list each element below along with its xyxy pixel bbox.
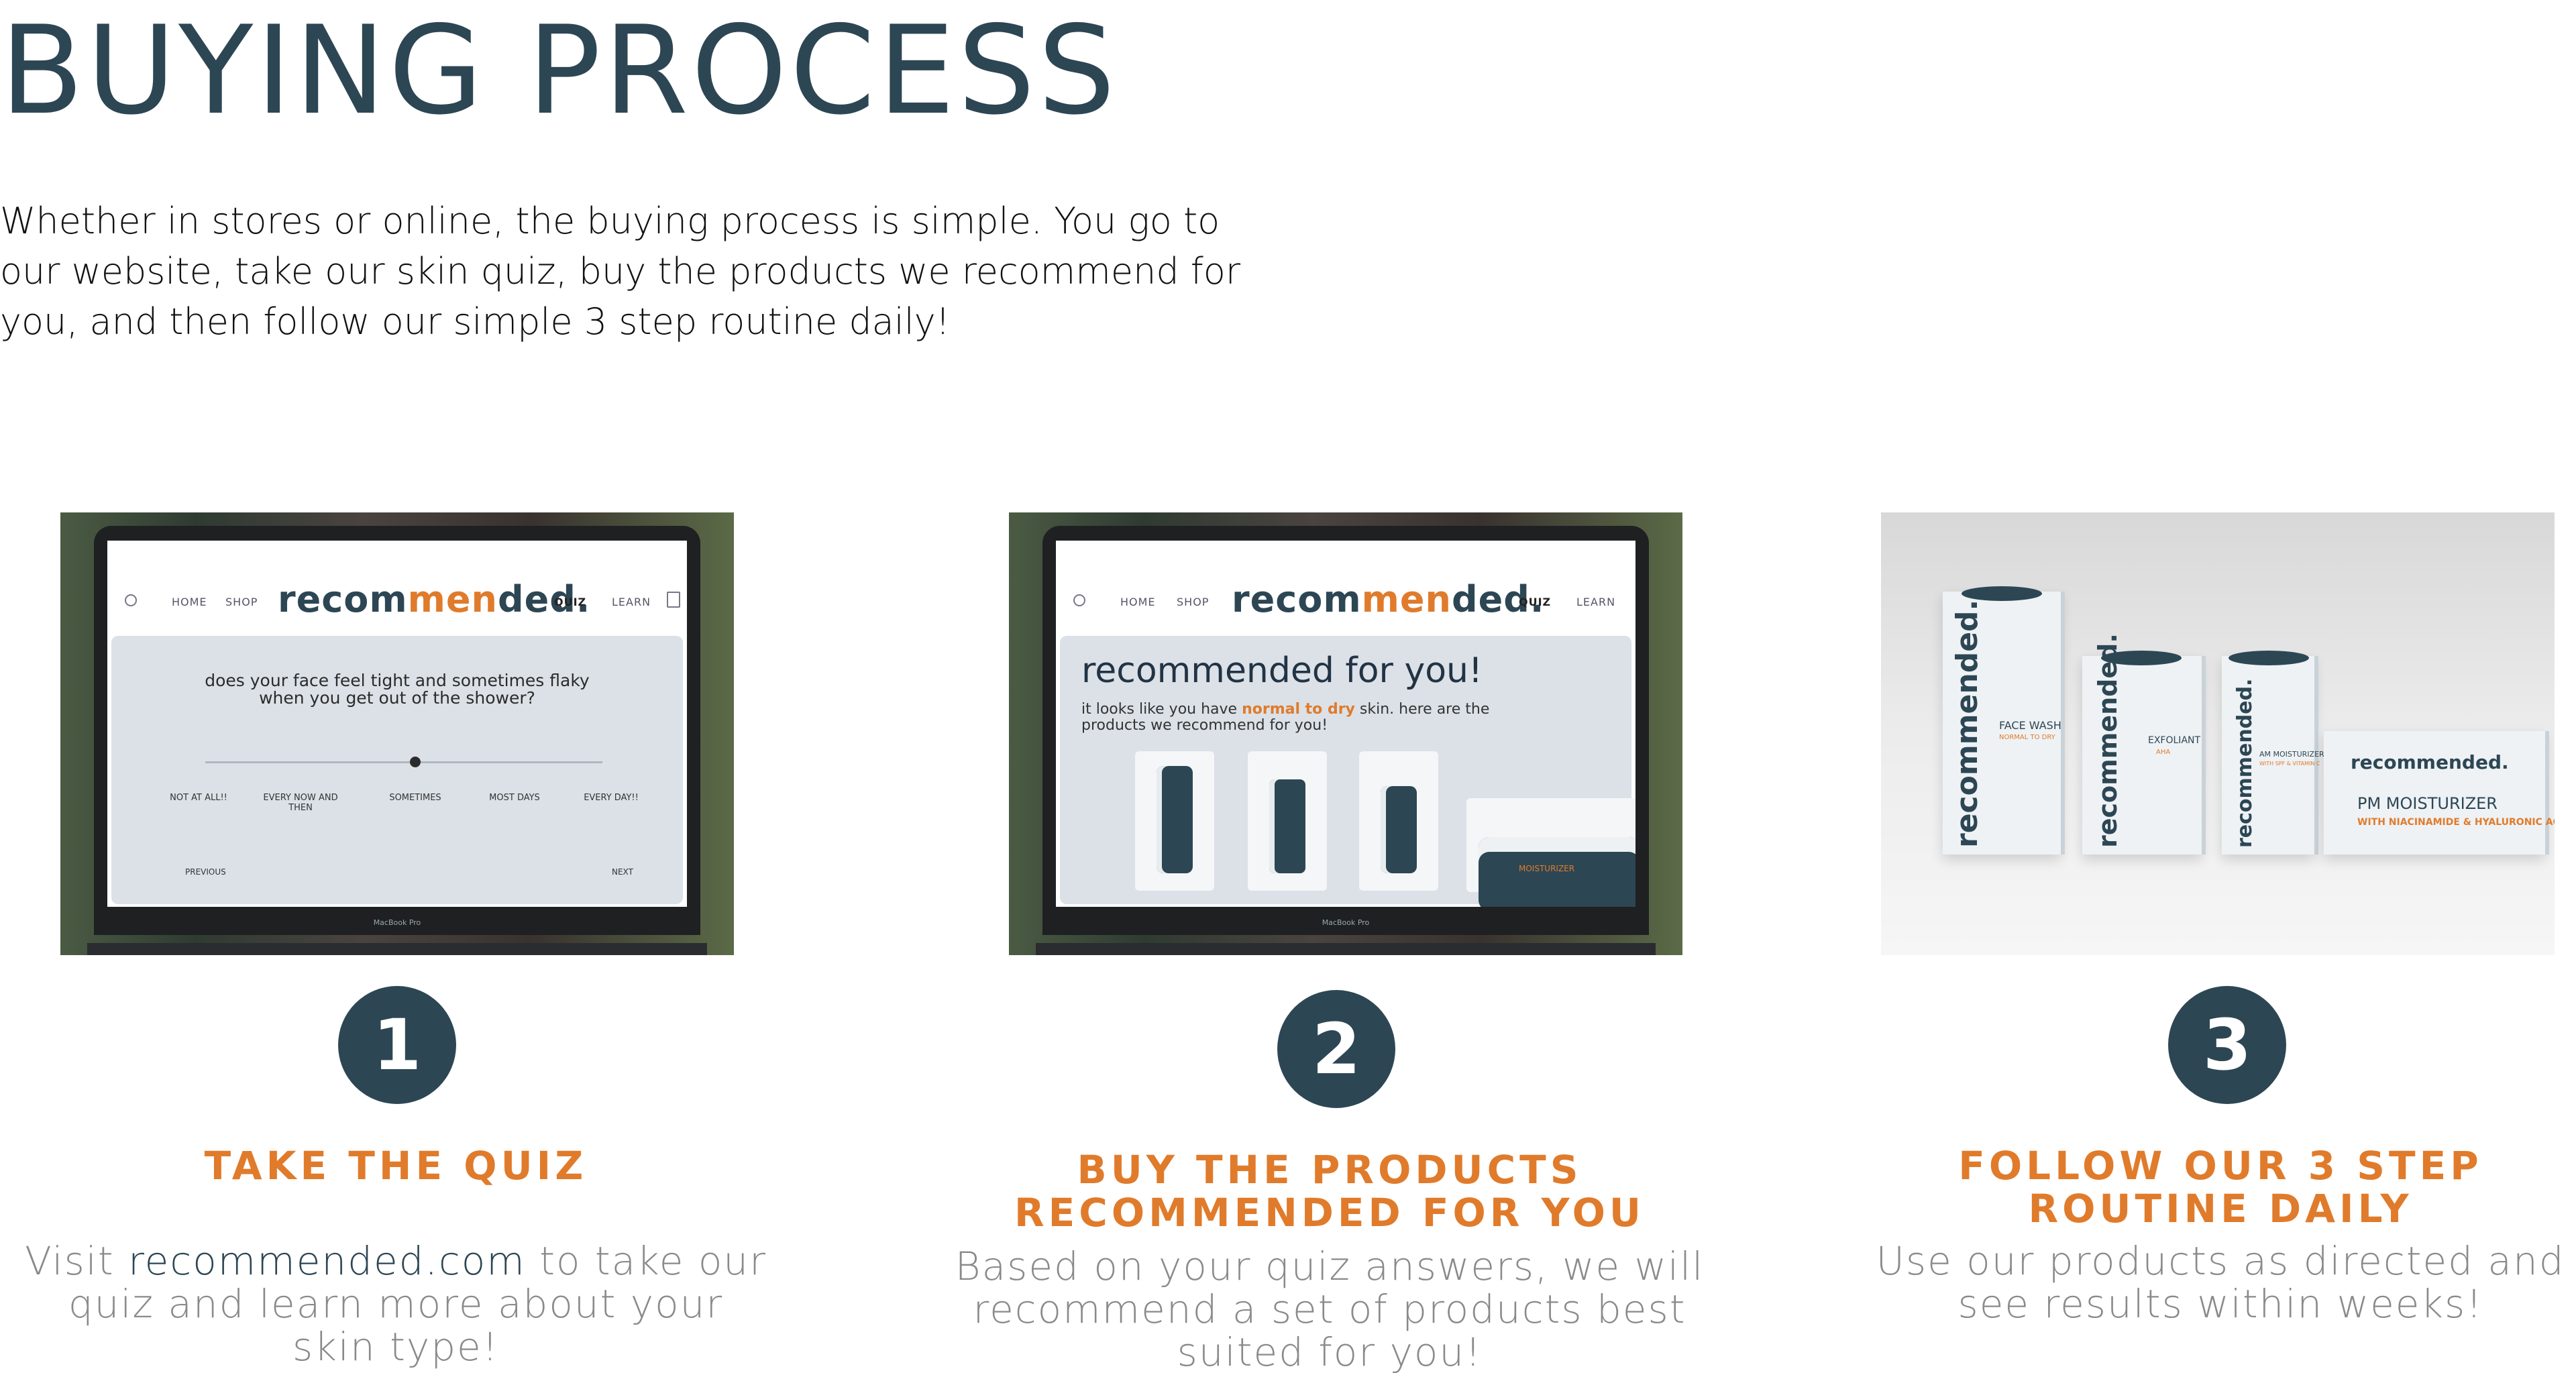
box-brand: recommended. [2233, 678, 2257, 848]
box-sublabel: WITH SPF & VITAMIN C [2259, 761, 2320, 767]
answer-slider-handle[interactable] [410, 757, 421, 767]
recommendation-card: recommended for you! it looks like you h… [1060, 636, 1635, 907]
step-1-body: Visit recommended.com to take our quiz a… [25, 1238, 767, 1370]
box-sublabel: AHA [2156, 749, 2171, 756]
recommendation-heading: recommended for you! [1081, 651, 1483, 691]
product-card-serum[interactable] [1248, 751, 1327, 891]
keyboard [87, 943, 707, 955]
search-icon[interactable] [125, 594, 137, 606]
laptop-label: MacBook Pro [373, 918, 421, 927]
laptop-screen: HOME SHOP recommended. QUIZ LEARN does y… [107, 541, 687, 907]
step-1-title: TAKE THE QUIZ [204, 1143, 588, 1189]
option-sometimes[interactable]: SOMETIMES [389, 793, 441, 803]
box-pm-moisturizer: recommended. PM MOISTURIZER WITH NIACINA… [2324, 731, 2555, 855]
quiz-question: does your face feel tight and sometimes … [111, 672, 683, 707]
shopping-bag-icon[interactable] [667, 592, 680, 608]
nav-quiz[interactable]: QUIZ [554, 596, 587, 608]
box-sublabel: WITH NIACINAMIDE & HYALURONIC ACID [2357, 817, 2555, 828]
website-link[interactable]: recommended.com [128, 1238, 526, 1284]
box-brand: recommended. [2093, 633, 2123, 848]
nav-home[interactable]: HOME [172, 596, 207, 608]
box-cap [1962, 586, 2042, 601]
recommendation-subtext: it looks like you have normal to dry ski… [1081, 701, 1490, 734]
box-exfoliant: recommended. EXFOLIANT AHA [2082, 633, 2202, 855]
product-bottle [1381, 786, 1417, 873]
option-not-at-all[interactable]: NOT AT ALL!! [170, 793, 227, 803]
box-label: PM MOISTURIZER [2357, 794, 2498, 813]
previous-button[interactable]: PREVIOUS [185, 867, 226, 877]
answer-slider-track[interactable] [205, 761, 602, 763]
laptop-screen: HOME SHOP recommended. QUIZ LEARN recomm… [1056, 541, 1635, 907]
quiz-question-line1: does your face feel tight and sometimes … [205, 671, 590, 690]
step-3-title: FOLLOW OUR 3 STEP ROUTINE DAILY [1958, 1143, 2483, 1231]
laptop-bezel: HOME SHOP recommended. QUIZ LEARN does y… [94, 526, 700, 935]
nav-learn[interactable]: LEARN [1576, 596, 1616, 608]
intro-paragraph: Whether in stores or online, the buying … [0, 200, 1241, 343]
box-label: FACE WASH [1999, 719, 2061, 732]
quiz-question-line2: when you get out of the shower? [259, 688, 535, 708]
nav-quiz[interactable]: QUIZ [1519, 596, 1552, 608]
step-3-number: 3 [2168, 986, 2286, 1104]
product-jar: MOISTURIZER [1479, 837, 1635, 907]
step-1-number: 1 [338, 986, 456, 1104]
recommendations-screenshot: HOME SHOP recommended. QUIZ LEARN recomm… [1009, 512, 1682, 955]
nav-shop[interactable]: SHOP [225, 596, 258, 608]
step-2-number: 2 [1277, 990, 1395, 1108]
box-sublabel: NORMAL TO DRY [1999, 734, 2055, 741]
site-nav: HOME SHOP recommended. QUIZ LEARN [1056, 541, 1635, 635]
product-card-face-wash[interactable] [1135, 751, 1214, 891]
option-every-now[interactable]: EVERY NOW AND THEN [263, 793, 338, 813]
step-3-body: Use our products as directed and see res… [1876, 1238, 2565, 1327]
nav-home[interactable]: HOME [1120, 596, 1156, 608]
jar-label: MOISTURIZER [1519, 864, 1575, 873]
search-icon[interactable] [1073, 594, 1085, 606]
quiz-card: does your face feel tight and sometimes … [111, 636, 683, 904]
site-nav: HOME SHOP recommended. QUIZ LEARN [107, 541, 687, 635]
box-am-moisturizer: recommended. AM MOISTURIZER WITH SPF & V… [2222, 651, 2324, 855]
option-most-days[interactable]: MOST DAYS [489, 793, 540, 803]
laptop-bezel: HOME SHOP recommended. QUIZ LEARN recomm… [1042, 526, 1649, 935]
option-every-day[interactable]: EVERY DAY!! [584, 793, 639, 803]
brand-logo[interactable]: recommended. [278, 578, 591, 620]
laptop-label: MacBook Pro [1322, 918, 1370, 927]
brand-logo[interactable]: recommended. [1232, 578, 1545, 620]
box-cap [2229, 651, 2309, 665]
nav-shop[interactable]: SHOP [1177, 596, 1210, 608]
nav-learn[interactable]: LEARN [612, 596, 651, 608]
box-label: AM MOISTURIZER [2259, 750, 2324, 759]
next-button[interactable]: NEXT [612, 867, 633, 877]
product-bottle [1157, 766, 1193, 873]
box-brand: recommended. [2351, 751, 2509, 773]
quiz-screenshot: HOME SHOP recommended. QUIZ LEARN does y… [60, 512, 734, 955]
keyboard [1036, 943, 1656, 955]
box-cap [2101, 651, 2182, 665]
box-brand: recommended. [1950, 599, 1984, 848]
product-card-am-moisturizer[interactable] [1359, 751, 1438, 891]
product-bottle [1269, 779, 1305, 873]
step-2-body: Based on your quiz answers, we will reco… [955, 1244, 1705, 1375]
box-label: EXFOLIANT [2148, 735, 2201, 746]
box-face-wash: recommended. FACE WASH NORMAL TO DRY [1943, 586, 2061, 855]
page-title: BUYING PROCESS [0, 0, 1118, 142]
product-boxes-render: recommended. FACE WASH NORMAL TO DRY rec… [1881, 512, 2555, 955]
step-2-title: BUY THE PRODUCTS RECOMMENDED FOR YOU [1014, 1147, 1645, 1235]
product-card-moisturizer-jar[interactable]: MOISTURIZER [1466, 798, 1635, 907]
